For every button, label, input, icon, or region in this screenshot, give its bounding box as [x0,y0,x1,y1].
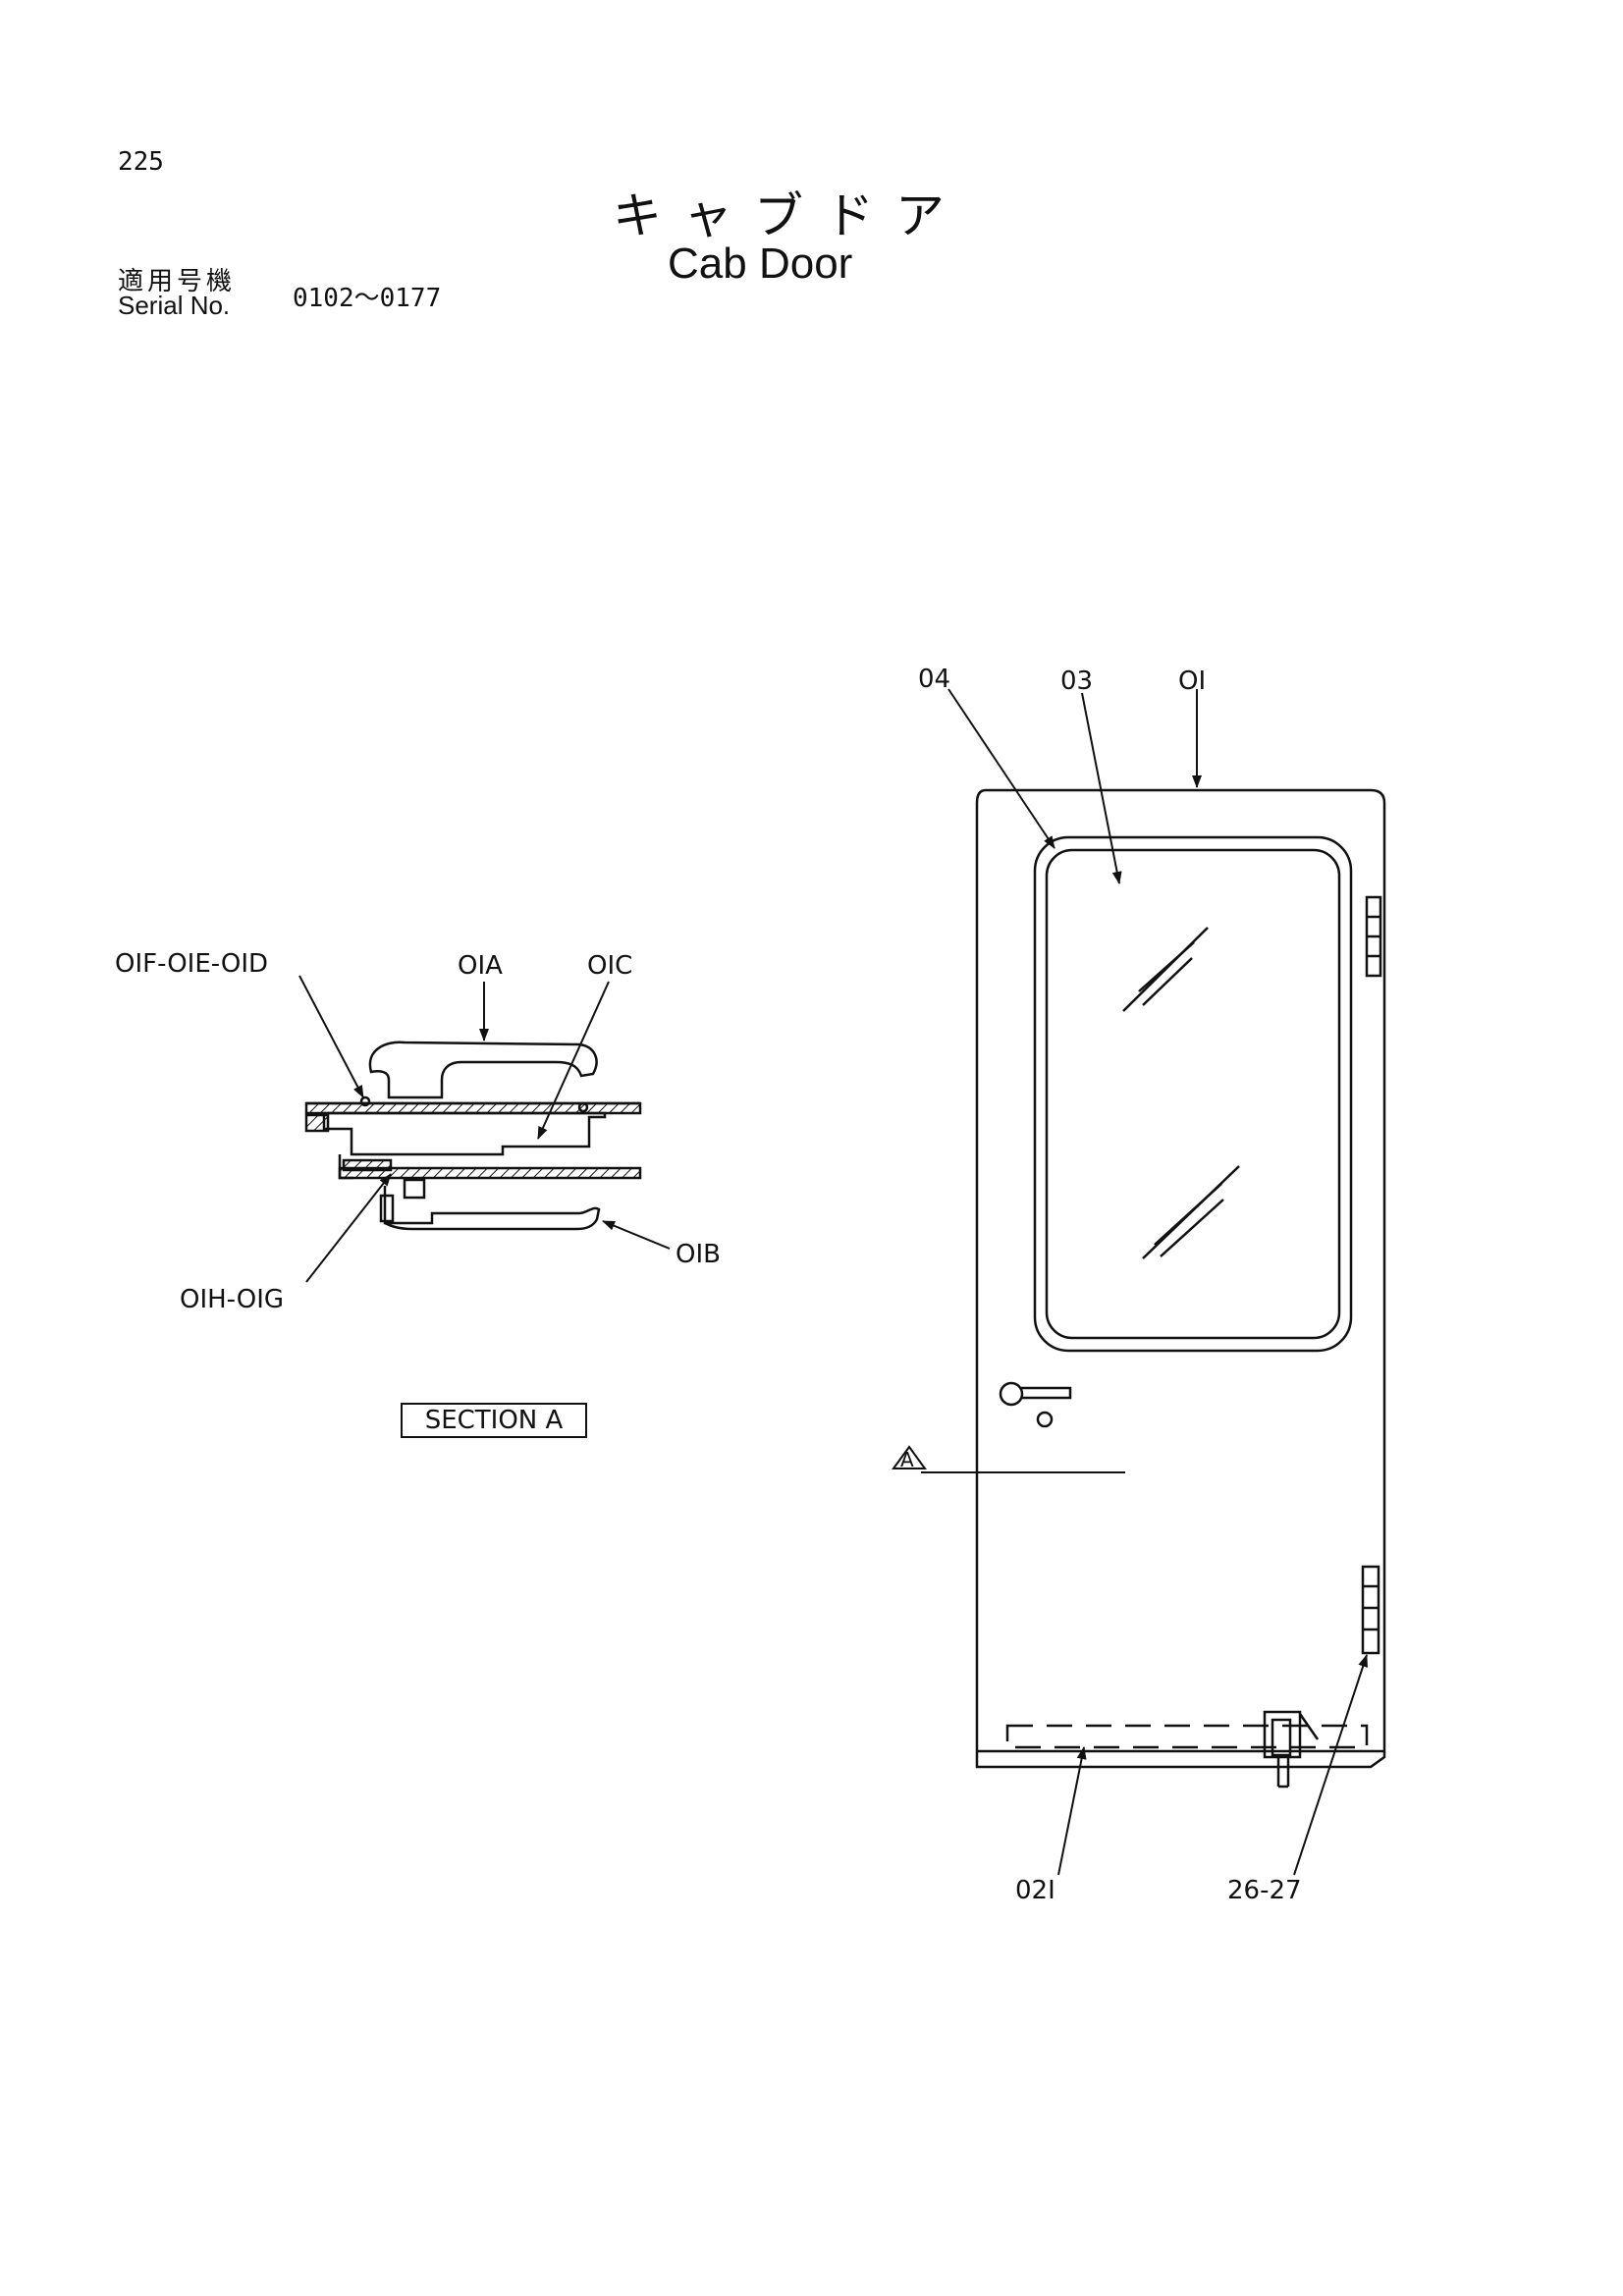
upper-handle [368,1041,598,1099]
serial-label-japanese: 適用号機 [118,267,237,296]
leader-01f-01e-01d [298,975,364,1098]
lock-body [322,1111,607,1156]
leader-04 [947,688,1055,849]
door-leaders [947,688,1368,1876]
callout-01a: OIA [458,951,503,981]
door-handle [999,1381,1024,1407]
leader-03 [1081,692,1122,884]
leader-01b [602,1220,671,1250]
serial-label-english: Serial No. [118,291,231,320]
callout-01: OI [1178,667,1206,696]
upper-plate [304,1101,642,1115]
callout-26-27: 26-27 [1227,1876,1302,1905]
leader-021 [1057,1746,1087,1876]
leader-01c [537,981,610,1140]
window-glass [1045,848,1341,1340]
callout-01h-01g: OIH-OIG [180,1285,284,1314]
callout-01b: OIB [676,1240,721,1269]
callout-04: 04 [918,665,950,694]
section-a-label: SECTION A [401,1403,587,1438]
door-assembly [921,788,1386,1789]
window-seal [1033,835,1353,1353]
serial-range: 0102〜0177 [293,284,442,313]
title-japanese: キャブドア [613,187,966,244]
section-a-detail [304,1041,642,1231]
latch [1263,1710,1302,1759]
bottom-seal [1005,1724,1369,1749]
leader-01h-01g [305,1173,392,1283]
callout-01f-01e-01d: OIF-OIE-OID [115,949,268,979]
svg-text:A: A [900,1448,914,1471]
callout-021: 02I [1015,1876,1055,1905]
page-number: 225 [118,147,164,177]
lower-hinge [1361,1565,1380,1655]
key-cylinder [1036,1411,1054,1428]
leader-26-27 [1293,1654,1368,1876]
callout-01c: OIC [587,951,632,981]
door-outline [975,788,1386,1769]
callout-03: 03 [1060,667,1093,696]
lower-handle [383,1186,601,1231]
title-english: Cab Door [668,240,853,288]
section-leaders [298,975,671,1283]
section-a-marker: A [892,1445,927,1471]
